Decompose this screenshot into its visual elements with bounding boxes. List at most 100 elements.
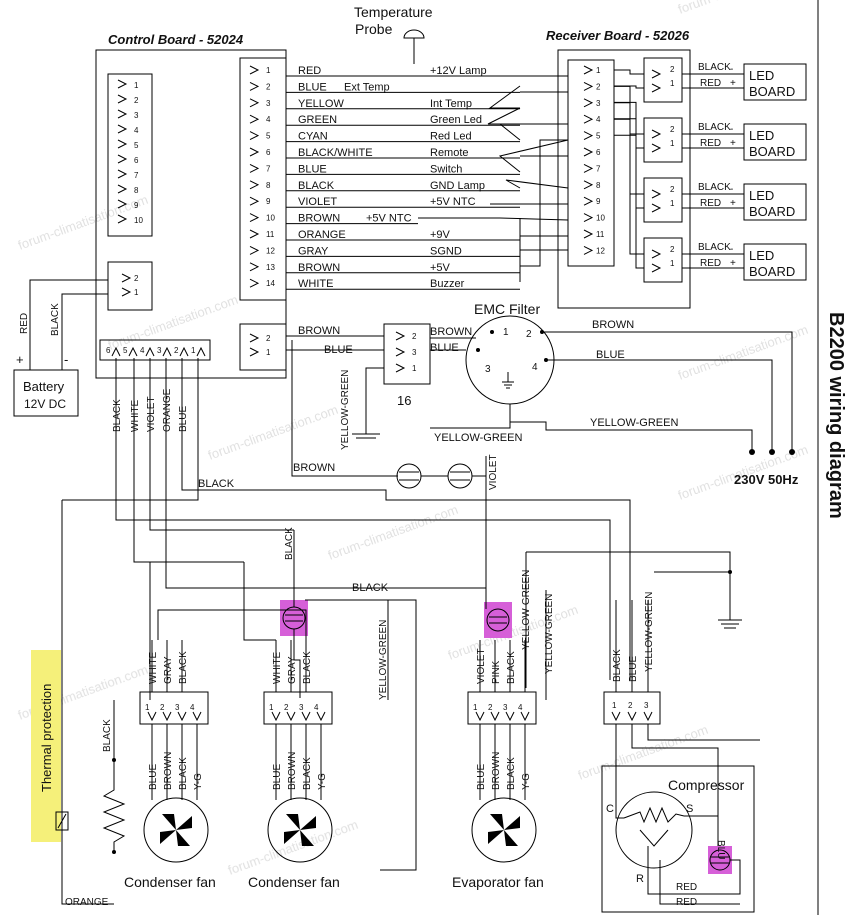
terminal-16: [383, 323, 431, 385]
cb-main-pin-label: 1: [266, 66, 271, 75]
fan-connector: [467, 691, 537, 725]
signal-name: Ext Temp: [344, 81, 390, 93]
cb-left-pin-label: 5: [134, 141, 139, 150]
led-connector: [643, 57, 683, 103]
fan-bus-wire-label: WHITE: [130, 399, 141, 432]
led-board-label-2: BOARD: [749, 84, 795, 99]
svg-text:+: +: [16, 352, 24, 367]
signal-name: +12V Lamp: [430, 65, 487, 77]
temperature-probe-label-1: Temperature: [354, 4, 433, 20]
receiver-board: [557, 49, 691, 309]
emc-out-brown: BROWN: [592, 319, 634, 331]
fan-connector: [139, 691, 209, 725]
led-wire-red: RED: [700, 78, 721, 89]
relay-2: [486, 608, 510, 632]
led-board: [743, 183, 807, 221]
fan-top-wire: GRAY: [163, 656, 174, 684]
battery-label: Battery: [23, 379, 65, 394]
side-title: B2200 wiring diagram: [825, 312, 847, 519]
fan-pin-label: 4: [518, 703, 523, 712]
cb-main-pin-label: 3: [266, 99, 271, 108]
led-pin-label: 1: [670, 199, 675, 208]
signal-wire-color: RED: [298, 65, 321, 77]
fan-bottom-wire: BLUE: [476, 764, 487, 790]
compressor-pin-label: 2: [628, 701, 633, 710]
heater-wire-black: BLACK: [102, 719, 113, 752]
led-pin-label: 1: [670, 139, 675, 148]
rb-pin-label: 10: [596, 214, 605, 223]
fan-label: Condenser fan: [124, 874, 216, 890]
led-board: [743, 123, 807, 161]
fan-bus-wire-label: VIOLET: [146, 396, 157, 432]
t16-wire-blue-in: BLUE: [324, 344, 353, 356]
rb-pin-label: 4: [596, 115, 601, 124]
fan-top-wire: BLACK: [506, 651, 517, 684]
fan-pin-label: 3: [299, 703, 304, 712]
control-board-fan-connector: [99, 339, 211, 361]
fan-bus-wire-label: BLUE: [178, 406, 189, 432]
signal-wire-color: WHITE: [298, 278, 333, 290]
led-board-label-2: BOARD: [749, 264, 795, 279]
cb-left-pin-label: 7: [134, 171, 139, 180]
watermark-text: forum-climatisation.com: [676, 322, 810, 383]
relay-wire-black-top: BLACK: [352, 582, 389, 594]
signal-name: Remote: [430, 147, 469, 159]
fan-top-wire: VIOLET: [476, 648, 487, 684]
cb-main-pin-label: 9: [266, 197, 271, 206]
terminal-16-label: 16: [397, 393, 411, 408]
led-connector: [643, 177, 683, 223]
cb-main-pin-label: 12: [266, 246, 275, 255]
cb-main-pin-label: 10: [266, 214, 275, 223]
watermark-text: forum-climatisation.com: [326, 502, 460, 563]
compressor-terminal-r: R: [636, 873, 644, 885]
svg-text:-: -: [730, 184, 733, 195]
signal-name: GND Lamp: [430, 180, 485, 192]
svg-text:-: -: [64, 352, 68, 367]
fan-icon: [267, 797, 333, 863]
signal-wire-color: YELLOW: [298, 98, 344, 110]
fan-bottom-wire: BLACK: [302, 757, 313, 790]
control-board-title: Control Board - 52024: [108, 32, 244, 47]
led-wire-black: BLACK: [698, 62, 731, 73]
signal-wire-color: BLUE: [298, 163, 327, 175]
fan-bottom-wire: BLACK: [506, 757, 517, 790]
cb-left-pin-label: 8: [134, 186, 139, 195]
cb-left-pin-label: 4: [134, 126, 139, 135]
fan-top-wire: GRAY: [287, 656, 298, 684]
fan-top-wire: WHITE: [148, 651, 159, 684]
compressor-pin-label: 1: [612, 701, 617, 710]
signal-wire-color: CYAN: [298, 131, 328, 143]
rb-pin-label: 6: [596, 148, 601, 157]
receiver-board-title: Receiver Board - 52026: [546, 28, 690, 43]
cb-main-pin-label: 2: [266, 82, 271, 91]
fan-bottom-wire: Y-G: [193, 773, 204, 790]
watermark-text: forum-climatisation.com: [16, 192, 150, 253]
led-board-label-2: BOARD: [749, 204, 795, 219]
compressor-terminal-c: C: [606, 803, 614, 815]
fan-top-wire: BLACK: [302, 651, 313, 684]
led-board-label-1: LED: [749, 128, 774, 143]
compressor-top-wire: BLUE: [628, 656, 639, 682]
t16-pin-label: 3: [412, 348, 417, 357]
t16-pin-label: 2: [412, 332, 417, 341]
fan-pin-label: 4: [314, 703, 319, 712]
led-wire-red: RED: [700, 138, 721, 149]
signal-name: +5V: [430, 262, 451, 274]
rb-pin-label: 5: [596, 132, 601, 141]
control-board-left-connector: [107, 73, 153, 237]
cb-fan-pin-label: 3: [157, 346, 162, 355]
receiver-board-connector: [567, 59, 615, 267]
cb-main-pin-label: 14: [266, 279, 275, 288]
emc-pin-2: 2: [526, 329, 532, 340]
cb-left-pin-label: 9: [134, 201, 139, 210]
rb-pin-label: 7: [596, 164, 601, 173]
fan-pin-label: 2: [488, 703, 493, 712]
fan-bottom-wire: BROWN: [163, 752, 174, 790]
led-wire-red: RED: [700, 258, 721, 269]
svg-text:+: +: [730, 78, 736, 89]
fan-bus-wire-label: ORANGE: [162, 388, 173, 432]
watermark-text: forum-climatisation.com: [226, 817, 360, 878]
signal-wire-color: BROWN: [298, 213, 340, 225]
rb-pin-label: 9: [596, 197, 601, 206]
battery-wire-black: BLACK: [50, 303, 61, 336]
